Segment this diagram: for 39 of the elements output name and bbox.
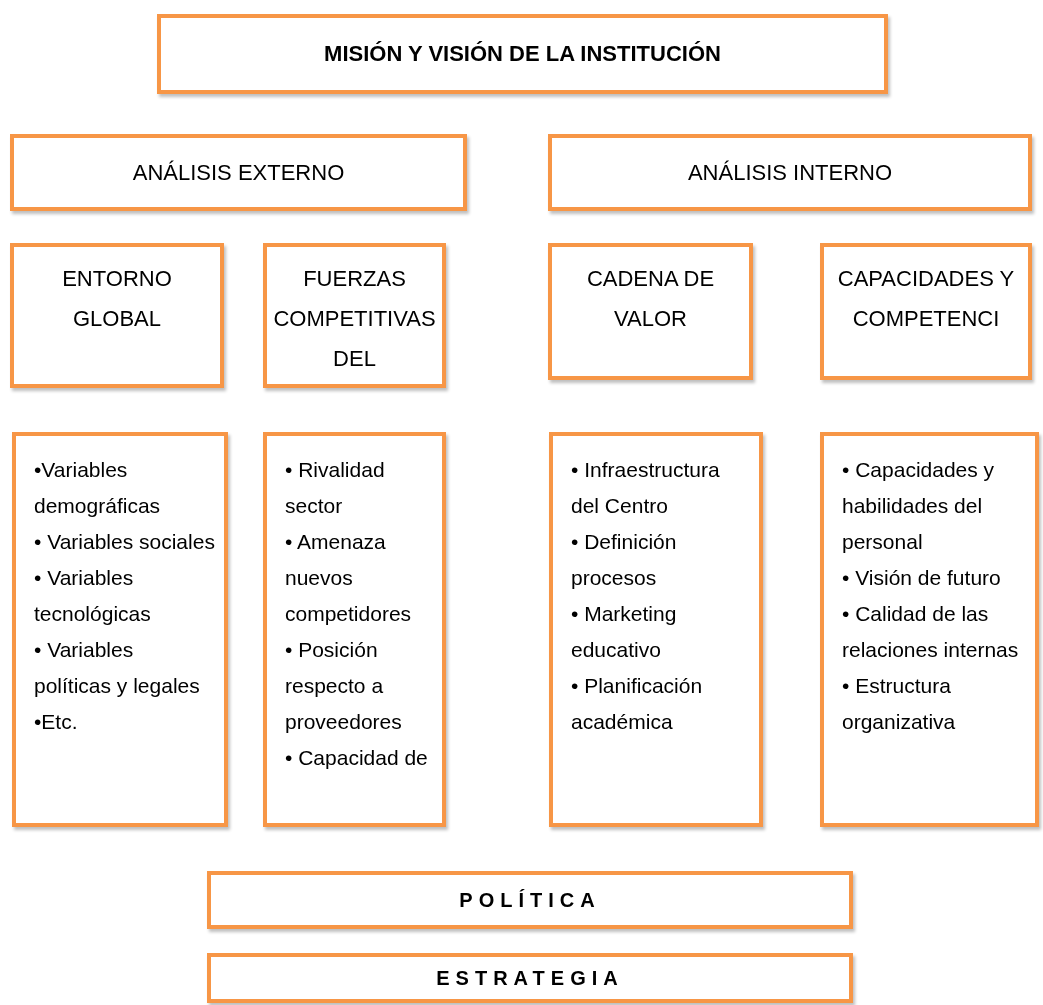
heading-box [10,134,467,211]
bullet-item: • Amenaza nuevos competidores [285,529,413,627]
bullet-item: • Planificación académica [571,673,704,735]
heading-box [548,134,1032,211]
box-label: CADENA DE VALOR [585,265,716,333]
bullet-item: • Posición respecto a proveedores [285,637,403,735]
list-box [263,432,446,827]
heading-box [263,243,446,388]
box-label: ANÁLISIS EXTERNO [132,158,345,187]
bullet-item: • Variables tecnológicas [34,565,152,627]
bullet-item: • Rivalidad sector [285,457,386,519]
box-label: CAPACIDADES Y COMPETENCI [836,265,1016,333]
box-label: POLÍTICA [459,888,601,912]
box-label: ANÁLISIS INTERNO [687,158,893,187]
bullet-item: • Variables políticas y legales [34,637,201,699]
bullet-item: • Calidad de las relaciones internas [842,601,1020,663]
banner-box [207,953,853,1003]
bullet-item: • Capacidades y habilidades del personal [842,457,996,555]
bullet-item: •Variables demográficas [34,457,162,519]
banner-box [207,871,853,929]
bullet-item: •Etc. [34,709,79,735]
bullet-item: • Capacidad de [285,745,429,771]
title-box [157,14,888,94]
box-label: ESTRATEGIA [436,966,624,990]
list-box [12,432,228,827]
box-label: ENTORNO GLOBAL [61,265,173,333]
bullet-item: • Estructura organizativa [842,673,957,735]
bullet-item: • Definición procesos [571,529,678,591]
list-box [549,432,763,827]
box-label: FUERZAS COMPETITIVAS DEL [273,265,436,373]
bullet-item: • Variables sociales [34,529,216,555]
heading-box [10,243,224,388]
box-label: MISIÓN Y VISIÓN DE LA INSTITUCIÓN [324,41,721,67]
bullet-item: • Infraestructura del Centro [571,457,721,519]
heading-box [548,243,753,380]
bullet-item: • Visión de futuro [842,565,1002,591]
heading-box [820,243,1032,380]
bullet-item: • Marketing educativo [571,601,678,663]
list-box [820,432,1039,827]
